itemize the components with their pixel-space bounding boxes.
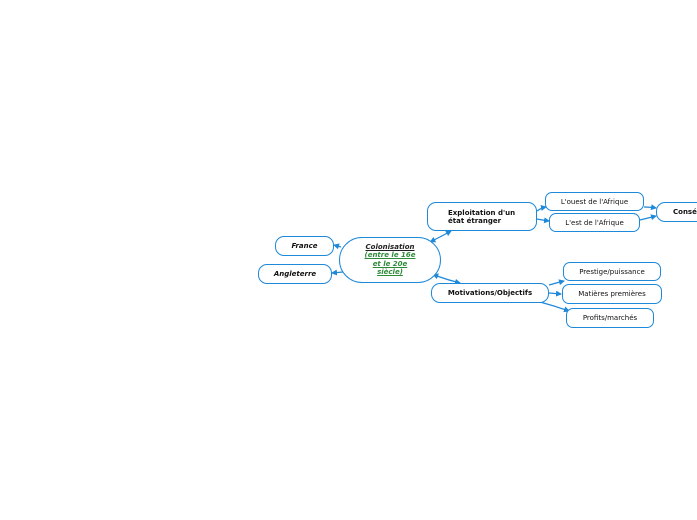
link-central-motivations	[432, 273, 461, 285]
link-exploitation-est	[536, 217, 550, 224]
node-angleterre[interactable]: Angleterre	[258, 264, 332, 284]
node-matieres-premieres[interactable]: Matières premières	[562, 284, 662, 304]
node-exploitation[interactable]: Exploitation d'un état étranger	[427, 202, 537, 231]
central-node-colonisation[interactable]: Colonisation (entre le 16e et le 20e siè…	[339, 237, 441, 283]
link-central-angleterre	[331, 269, 344, 276]
node-profits[interactable]: Profits/marchés	[566, 308, 654, 328]
node-motivations[interactable]: Motivations/Objectifs	[431, 283, 549, 303]
link-central-france	[333, 243, 342, 250]
central-subtitle: (entre le 16e et le 20e siècle)	[364, 251, 416, 277]
node-prestige[interactable]: Prestige/puissance	[563, 262, 661, 281]
link-central-exploitation	[429, 230, 452, 243]
node-est-afrique[interactable]: L'est de l'Afrique	[549, 213, 640, 232]
node-consequences[interactable]: Consé	[656, 202, 697, 222]
link-est-consequence	[639, 214, 657, 221]
link-motivations-profits	[539, 301, 570, 313]
link-motivations-matieres	[548, 290, 562, 297]
link-motivations-prestige	[548, 279, 565, 286]
link-ouest-consequence	[643, 204, 657, 211]
node-france[interactable]: France	[275, 236, 334, 256]
link-exploitation-ouest	[536, 205, 547, 212]
node-ouest-afrique[interactable]: L'ouest de l'Afrique	[545, 192, 644, 211]
central-title: Colonisation	[365, 243, 415, 252]
